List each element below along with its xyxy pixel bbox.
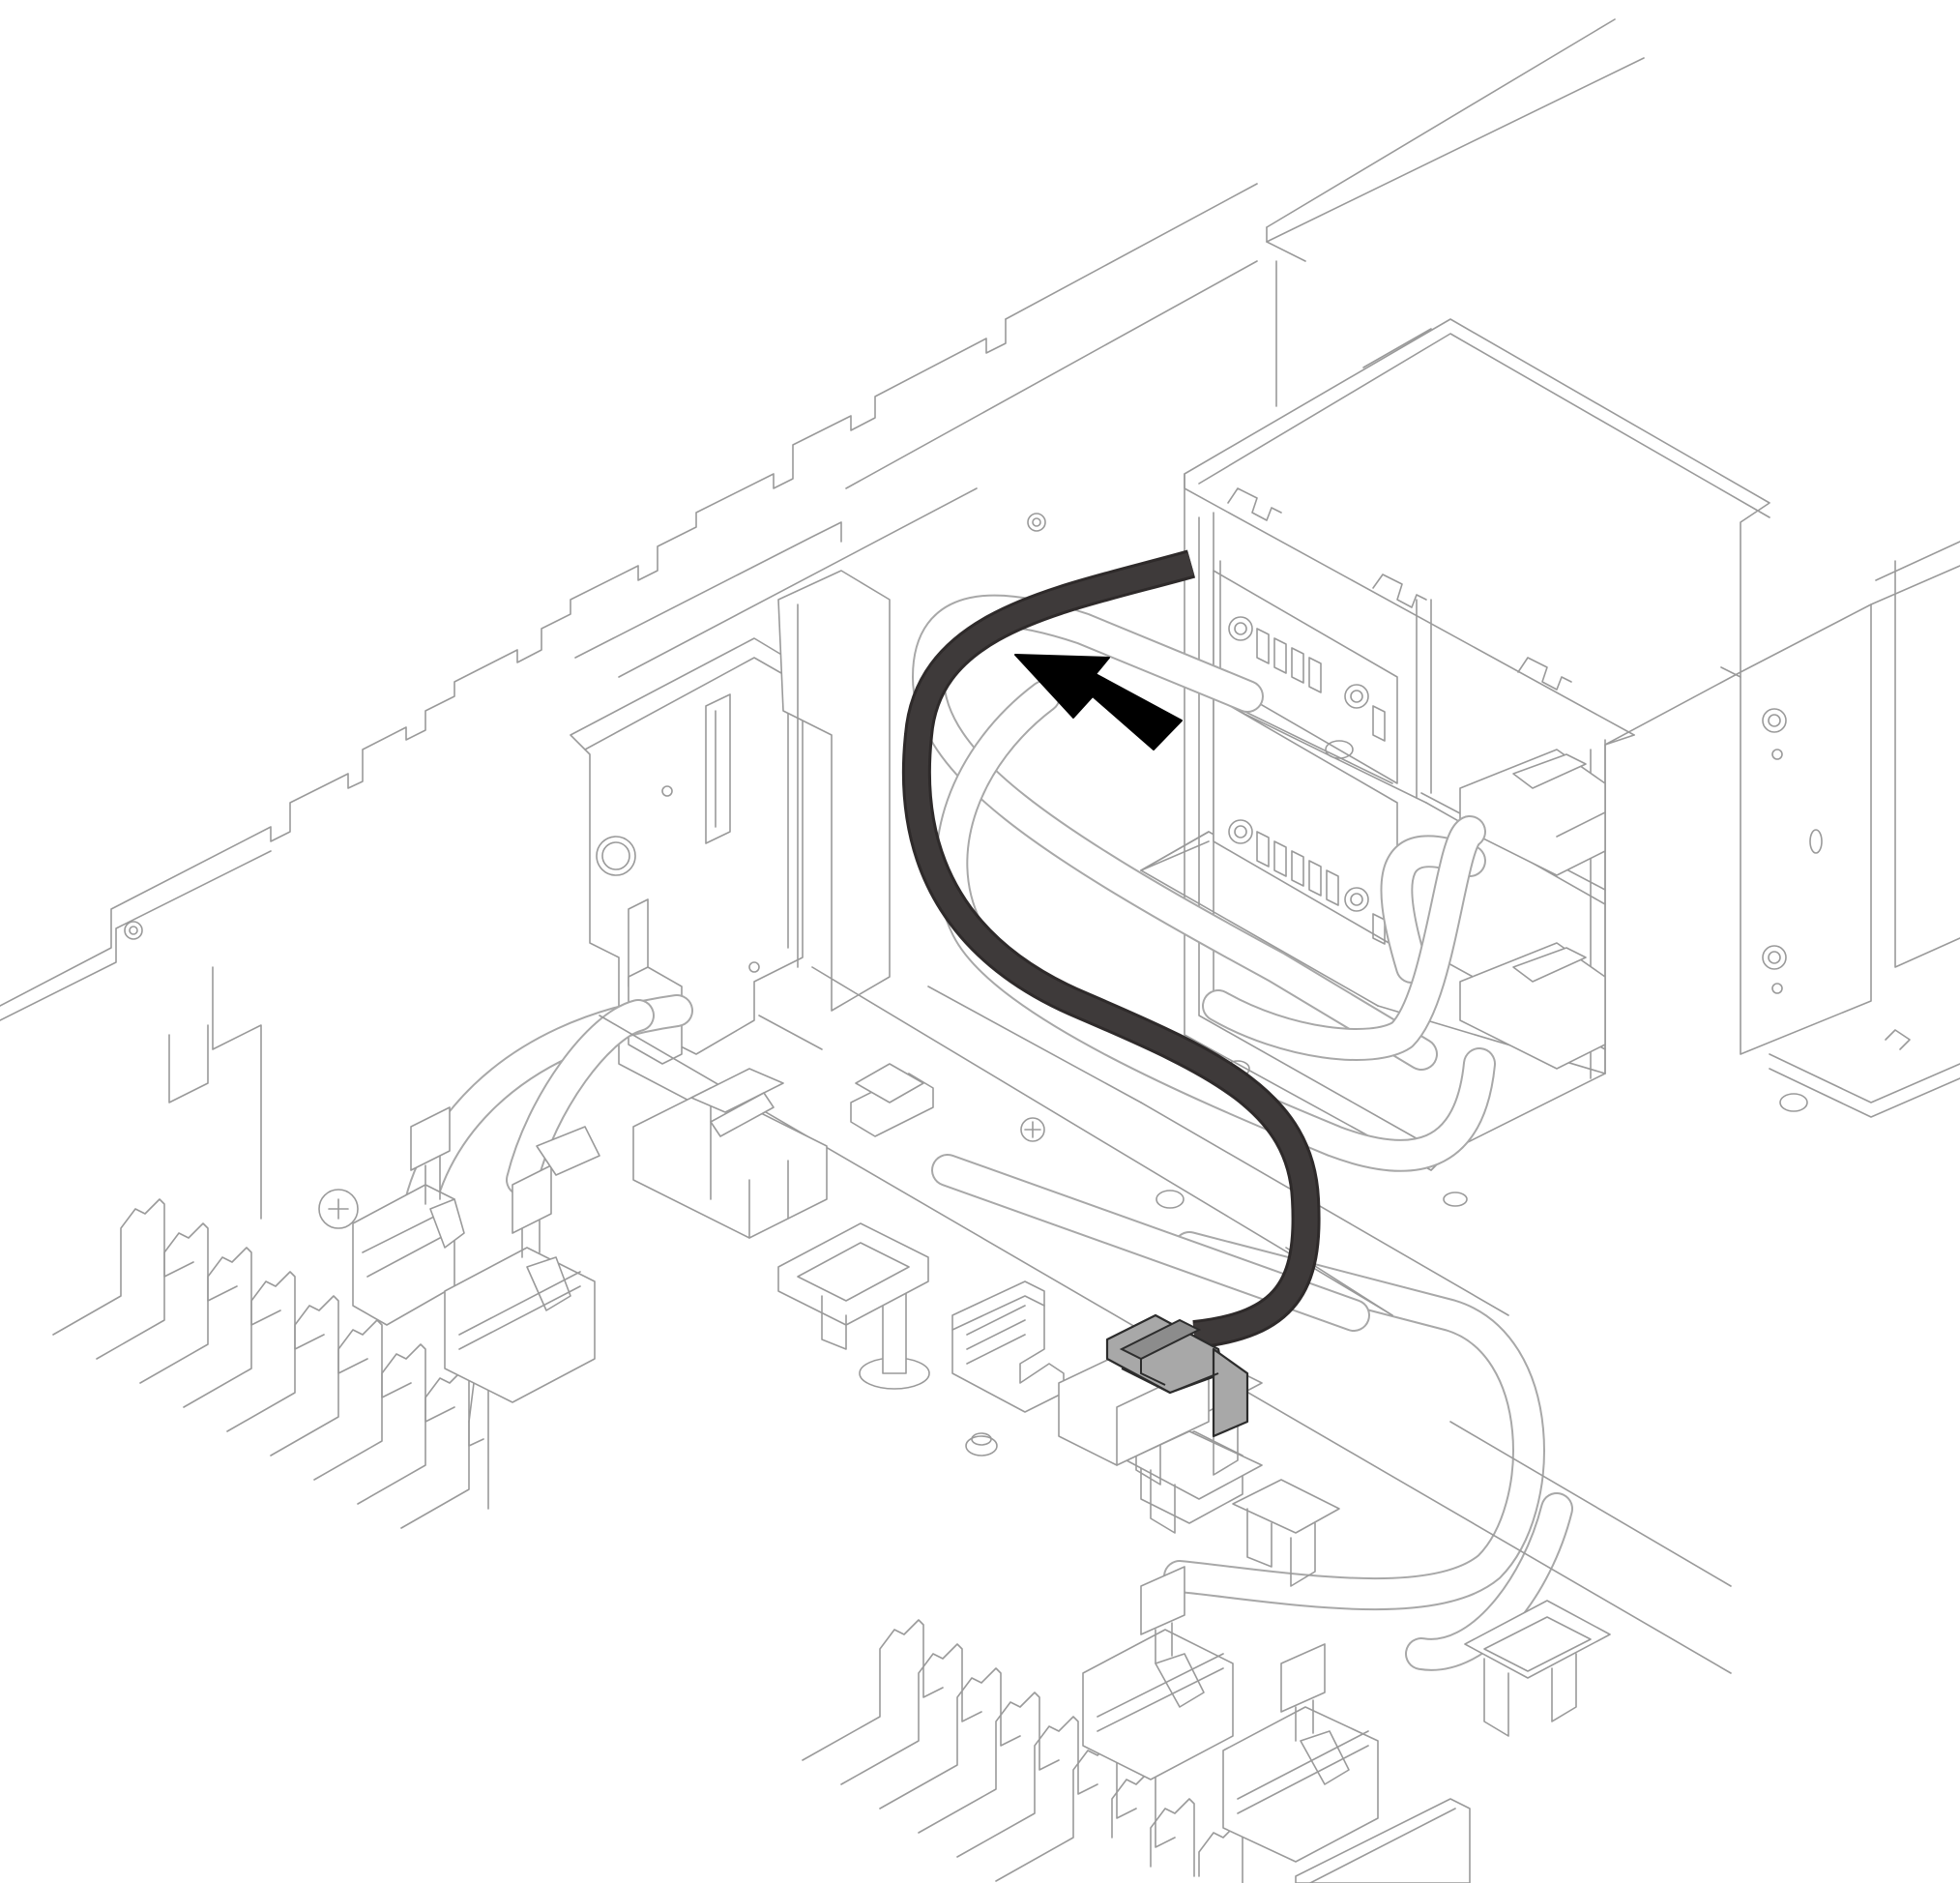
plain-cable-psu-loop — [935, 680, 1496, 1172]
psu-connector-block-lower — [1140, 695, 1398, 949]
route-direction-arrow — [1014, 654, 1183, 750]
floor-connector-d — [1232, 1479, 1340, 1587]
plain-cable-bottom-loop — [1163, 1231, 1573, 1671]
dimm-bank-left — [52, 1198, 489, 1529]
psu-connector-block-upper — [1209, 560, 1398, 784]
riser-latch-bottom-b — [1222, 1643, 1471, 1883]
riser-latch-bottom-a — [1082, 1566, 1234, 1780]
chassis-top-rail — [1266, 18, 1645, 407]
psu-side-bay — [1720, 541, 1960, 1118]
power-connector-block — [632, 1068, 828, 1239]
floor-connector-a — [777, 1222, 929, 1350]
psu-plug-upper — [1459, 749, 1606, 876]
highlighted-power-cable — [901, 549, 1321, 1349]
dimm-bank-bottom — [802, 1619, 1243, 1883]
riser-latch-left-b — [444, 1126, 600, 1403]
rear-air-baffle — [0, 183, 1258, 1021]
floor-connector-e — [1464, 1600, 1611, 1737]
highlighted-connector-plug — [1105, 1313, 1249, 1438]
psu-plug-lower — [1459, 942, 1606, 1070]
floor-connector-b — [951, 1280, 1065, 1413]
riser-latch-left-a — [318, 1106, 465, 1326]
floor-pad — [850, 1063, 934, 1137]
